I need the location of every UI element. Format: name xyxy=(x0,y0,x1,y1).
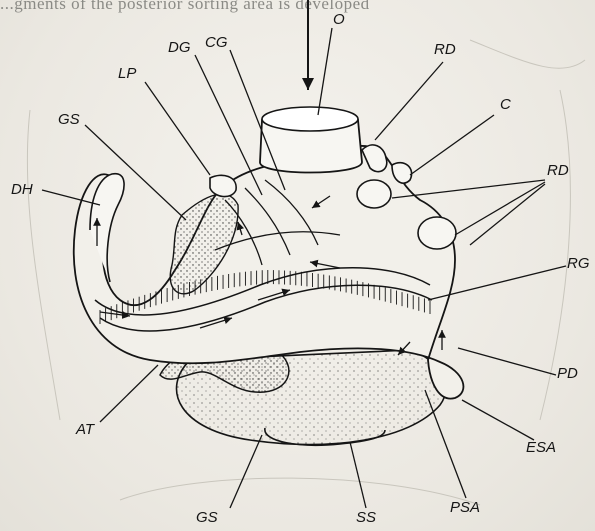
label-pd: PD xyxy=(557,366,578,381)
label-psa: PSA xyxy=(450,500,480,515)
label-lp: LP xyxy=(118,66,136,81)
label-dg: DG xyxy=(168,40,191,55)
label-rd-top: RD xyxy=(434,42,456,57)
label-rd-right: RD xyxy=(547,163,569,178)
label-c: C xyxy=(500,97,511,112)
label-cg: CG xyxy=(205,35,228,50)
label-ss: SS xyxy=(356,510,376,525)
label-dh: DH xyxy=(11,182,33,197)
label-oesophagus: O xyxy=(333,12,345,27)
label-gs-upper: GS xyxy=(58,112,80,127)
label-esa: ESA xyxy=(526,440,556,455)
label-gs-lower: GS xyxy=(196,510,218,525)
oesophagus-cylinder xyxy=(260,107,362,173)
label-rg: RG xyxy=(567,256,590,271)
label-at: AT xyxy=(76,422,94,437)
